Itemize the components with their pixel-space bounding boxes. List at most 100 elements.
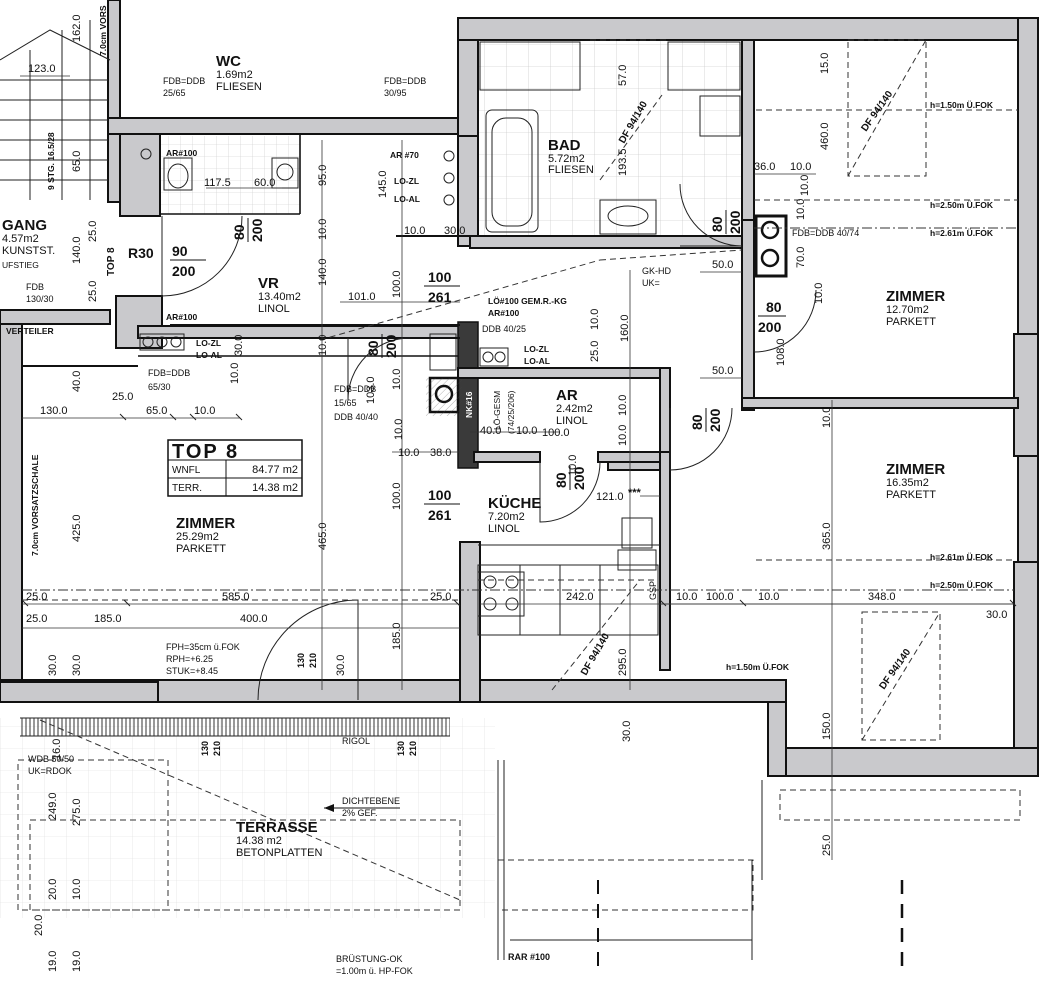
svg-text:13.40m2: 13.40m2 <box>258 291 301 303</box>
svg-text:10.0: 10.0 <box>617 395 629 416</box>
svg-text:h=2.61m Ü.FOK: h=2.61m Ü.FOK <box>930 228 994 238</box>
svg-text:130: 130 <box>296 653 306 668</box>
svg-text:14.38 m2: 14.38 m2 <box>236 835 282 847</box>
svg-text:BETONPLATTEN: BETONPLATTEN <box>236 847 322 859</box>
svg-text:185.0: 185.0 <box>391 622 403 650</box>
svg-text:130.0: 130.0 <box>40 405 68 417</box>
room-label-zimmer-3: ZIMMER 25.29m2 PARKETT <box>176 515 235 555</box>
svg-text:AR: AR <box>556 387 578 404</box>
svg-text:LINOL: LINOL <box>488 523 520 535</box>
svg-text:100.0: 100.0 <box>391 270 403 298</box>
svg-text:UK=: UK= <box>642 278 660 288</box>
wc-tile-floor <box>138 136 300 214</box>
svg-text:10.0: 10.0 <box>617 425 629 446</box>
svg-text:80: 80 <box>766 299 782 315</box>
svg-text:30/95: 30/95 <box>384 88 407 98</box>
room-label-gang: GANG 4.57m2 KUNSTST. <box>2 217 55 257</box>
svg-text:261: 261 <box>428 289 452 305</box>
svg-text:h=2.61m Ü.FOK: h=2.61m Ü.FOK <box>930 552 994 562</box>
svg-text:10.0: 10.0 <box>799 175 811 196</box>
svg-text:(74/25/206): (74/25/206) <box>506 390 516 434</box>
svg-text:130: 130 <box>200 741 210 756</box>
area-summary-table: TOP 8 WNFL 84.77 m2 TERR. 14.38 m2 <box>167 439 303 497</box>
svg-text:15/65: 15/65 <box>334 398 357 408</box>
svg-text:80: 80 <box>689 414 705 430</box>
svg-text:FPH=35cm ü.FOK: FPH=35cm ü.FOK <box>166 642 240 652</box>
stair <box>0 20 111 200</box>
svg-text:10.0: 10.0 <box>398 447 419 459</box>
svg-text:AR #70: AR #70 <box>390 150 419 160</box>
svg-text:25.29m2: 25.29m2 <box>176 531 219 543</box>
bad-tile-floor <box>478 40 748 245</box>
svg-text:65/30: 65/30 <box>148 382 171 392</box>
svg-text:DDB 40/25: DDB 40/25 <box>482 324 526 334</box>
plan-notes: FDB=DDB 25/65 FDB=DDB 30/95 AR#100 AR #7… <box>2 5 994 976</box>
svg-text:200: 200 <box>727 210 743 234</box>
svg-text:h=2.50m Ü.FOK: h=2.50m Ü.FOK <box>930 580 994 590</box>
svg-text:PARKETT: PARKETT <box>886 489 936 501</box>
svg-text:5.72m2: 5.72m2 <box>548 153 585 165</box>
svg-text:200: 200 <box>707 408 723 432</box>
unit-label: TOP 8 <box>172 441 239 463</box>
svg-text:h=2.50m Ü.FOK: h=2.50m Ü.FOK <box>930 200 994 210</box>
room-label-wc: WC 1.69m2 FLIESEN <box>216 53 262 93</box>
sanitary-fixtures <box>139 41 741 617</box>
svg-text:TERRASSE: TERRASSE <box>236 819 318 836</box>
svg-text:400.0: 400.0 <box>240 613 268 625</box>
svg-text:295.0: 295.0 <box>617 648 629 676</box>
svg-text:585.0: 585.0 <box>222 591 250 603</box>
svg-text:65.0: 65.0 <box>146 405 167 417</box>
svg-text:10.0: 10.0 <box>821 407 833 428</box>
svg-text:50.0: 50.0 <box>712 259 733 271</box>
svg-text:65.0: 65.0 <box>71 151 83 172</box>
svg-text:7.20m2: 7.20m2 <box>488 511 525 523</box>
dimension-ticks <box>21 413 1017 607</box>
svg-text:140.0: 140.0 <box>71 236 83 264</box>
svg-text:RIGOL: RIGOL <box>342 736 370 746</box>
svg-text:108.0: 108.0 <box>775 338 787 366</box>
svg-text:h=1.50m Ü.FOK: h=1.50m Ü.FOK <box>930 100 994 110</box>
svg-text:RAR #100: RAR #100 <box>508 952 550 962</box>
door-label-7: 80 200 <box>553 466 587 490</box>
svg-text:101.0: 101.0 <box>348 291 376 303</box>
svg-text:STUK=+8.45: STUK=+8.45 <box>166 666 218 676</box>
svg-text:117.5: 117.5 <box>204 177 231 189</box>
svg-text:140.0: 140.0 <box>317 258 329 286</box>
svg-text:145.0: 145.0 <box>377 170 389 198</box>
svg-text:210: 210 <box>308 653 318 668</box>
svg-text:LO-ZL: LO-ZL <box>196 338 221 348</box>
door-label-3: 80 200 <box>365 334 399 358</box>
svg-text:210: 210 <box>408 741 418 756</box>
terrace-paving <box>0 717 495 918</box>
svg-text:WC: WC <box>216 53 241 70</box>
door-label-4: 80 200 <box>709 210 743 234</box>
svg-text:465.0: 465.0 <box>317 522 329 550</box>
svg-text:=1.00m ü. HP-FOK: =1.00m ü. HP-FOK <box>336 966 413 976</box>
svg-text:123.0: 123.0 <box>28 63 56 75</box>
svg-text:2% GEF.: 2% GEF. <box>342 808 378 818</box>
svg-text:30.0: 30.0 <box>233 335 245 356</box>
skylight-label-3: DF 94/140 <box>579 631 612 677</box>
svg-text:38.0: 38.0 <box>430 447 451 459</box>
opening-label-2: 100 261 <box>424 487 460 523</box>
dimension-lines <box>20 75 1014 629</box>
svg-text:30.0: 30.0 <box>621 721 633 742</box>
svg-text:150.0: 150.0 <box>821 712 833 740</box>
summary-value-terr: 14.38 m2 <box>252 482 298 494</box>
svg-text:DICHTEBENE: DICHTEBENE <box>342 796 400 806</box>
svg-text:160.0: 160.0 <box>619 314 631 342</box>
svg-text:25.0: 25.0 <box>112 391 133 403</box>
svg-text:275.0: 275.0 <box>71 798 83 826</box>
svg-text:10.0: 10.0 <box>516 425 537 437</box>
svg-text:10.0: 10.0 <box>391 369 403 390</box>
door-label-2: 80 200 <box>231 218 265 242</box>
svg-text:100.0: 100.0 <box>542 427 570 439</box>
svg-text:UK=RDOK: UK=RDOK <box>28 766 72 776</box>
svg-text:VERTEILER: VERTEILER <box>6 326 54 336</box>
svg-text:348.0: 348.0 <box>868 591 896 603</box>
room-label-bad: BAD 5.72m2 FLIESEN <box>548 137 594 176</box>
shaft-blocks <box>426 214 788 416</box>
svg-text:FDB: FDB <box>26 282 44 292</box>
svg-text:ZIMMER: ZIMMER <box>886 288 945 305</box>
